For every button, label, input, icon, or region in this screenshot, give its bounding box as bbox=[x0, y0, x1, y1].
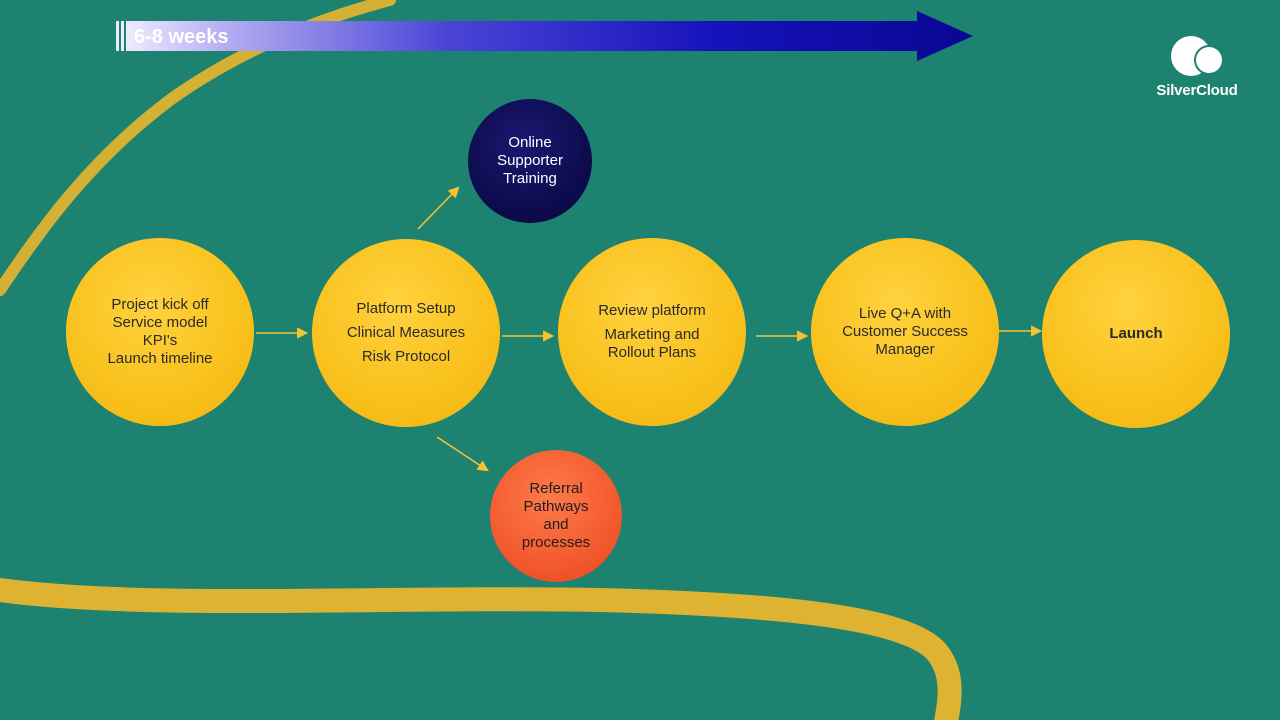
branch-referral-pathways: Referral Pathways and processes bbox=[490, 450, 622, 582]
decorative-swoosh-bottom bbox=[0, 578, 962, 720]
silvercloud-logo: SilverCloud bbox=[1144, 34, 1254, 104]
branch-arrow-training bbox=[417, 186, 460, 230]
step-kickoff: Project kick off Service model KPI's Lau… bbox=[66, 238, 254, 426]
step-text: Project kick off bbox=[111, 296, 209, 313]
step-text: Clinical Measures bbox=[346, 324, 466, 341]
branch-text: Supporter bbox=[497, 152, 563, 169]
timeline-arrow bbox=[116, 11, 973, 61]
step-text: Launch bbox=[1109, 325, 1163, 342]
branch-arrow-referral bbox=[436, 436, 489, 472]
step-text: Risk Protocol bbox=[361, 348, 451, 365]
step-text: Service model bbox=[112, 314, 208, 331]
step-live-qa: Live Q+A with Customer Success Manager bbox=[811, 238, 999, 426]
branch-text: Pathways bbox=[523, 498, 589, 515]
timeline-label: 6-8 weeks bbox=[134, 26, 229, 48]
brand-name: SilverCloud bbox=[1156, 82, 1238, 99]
step-text: Customer Success bbox=[842, 323, 968, 340]
step-text: Live Q+A with bbox=[858, 305, 952, 322]
step-review-platform: Review platform Marketing and Rollout Pl… bbox=[558, 238, 746, 426]
branch-online-supporter-training: Online Supporter Training bbox=[468, 99, 592, 223]
step-platform-setup: Platform Setup Clinical Measures Risk Pr… bbox=[312, 239, 500, 427]
branch-text: processes bbox=[521, 534, 591, 551]
step-launch: Launch bbox=[1042, 240, 1230, 428]
branch-text: Online bbox=[508, 134, 552, 151]
step-text: Review platform bbox=[598, 302, 706, 319]
step-text: Platform Setup bbox=[356, 300, 456, 317]
step-text: Marketing and bbox=[604, 326, 700, 343]
branch-text: and bbox=[543, 516, 569, 533]
branch-text: Training bbox=[503, 170, 557, 187]
step-text: Rollout Plans bbox=[607, 344, 697, 361]
step-text: Manager bbox=[875, 341, 935, 358]
logo-mark-icon bbox=[1171, 36, 1224, 76]
step-text: KPI's bbox=[142, 332, 178, 349]
step-text: Launch timeline bbox=[107, 350, 213, 367]
branch-text: Referral bbox=[529, 480, 583, 497]
